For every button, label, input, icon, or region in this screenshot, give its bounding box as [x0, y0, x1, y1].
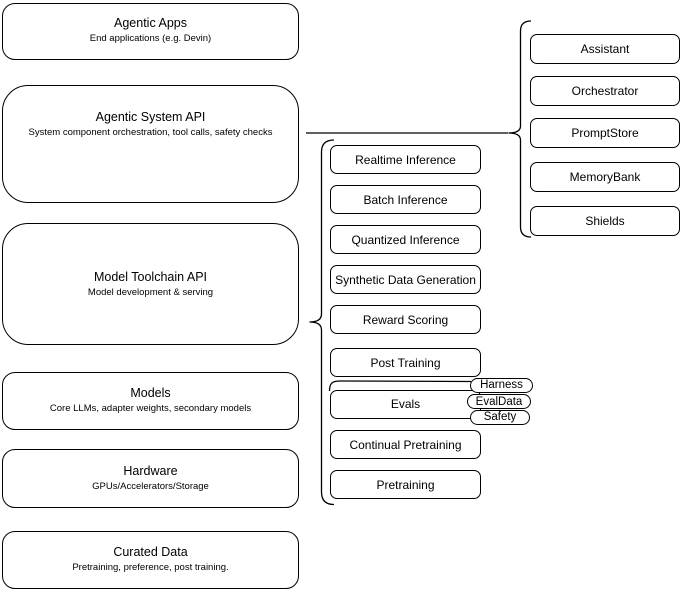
box-hardware-title: Hardware: [123, 464, 178, 478]
box-evals: Evals: [330, 389, 481, 419]
box-realtime-inference: Realtime Inference: [330, 145, 481, 174]
pill-harness-label: Harness: [480, 379, 523, 392]
box-synthetic-data-generation-label: Synthetic Data Generation: [335, 272, 476, 287]
box-curated-data: Curated Data Pretraining, preference, po…: [2, 531, 299, 589]
pill-safety-label: Safety: [483, 411, 517, 424]
box-memorybank: MemoryBank: [530, 162, 680, 192]
box-continual-pretraining: Continual Pretraining: [330, 430, 481, 459]
box-post-training: Post Training: [330, 348, 481, 377]
box-agentic-apps-subtitle: End applications (e.g. Devin): [89, 33, 212, 44]
box-reward-scoring: Reward Scoring: [330, 305, 481, 334]
box-reward-scoring-label: Reward Scoring: [362, 312, 449, 327]
box-hardware: Hardware GPUs/Accelerators/Storage: [2, 449, 299, 508]
connector-evals-harness: [328, 380, 472, 392]
box-shields-label: Shields: [585, 214, 625, 228]
box-shields: Shields: [530, 206, 680, 236]
box-pretraining-label: Pretraining: [376, 477, 435, 492]
box-assistant-label: Assistant: [580, 42, 630, 56]
pill-evaldata-label: EvalData: [475, 395, 523, 408]
box-continual-pretraining-label: Continual Pretraining: [349, 437, 462, 452]
box-model-toolchain-api: Model Toolchain API Model development & …: [2, 223, 299, 345]
box-evals-label: Evals: [390, 397, 421, 411]
box-hardware-subtitle: GPUs/Accelerators/Storage: [92, 481, 209, 492]
box-assistant: Assistant: [530, 34, 680, 64]
box-models-title: Models: [130, 386, 171, 400]
pill-evaldata: EvalData: [467, 394, 531, 409]
box-curated-data-subtitle: Pretraining, preference, post training.: [72, 562, 229, 573]
box-post-training-label: Post Training: [370, 355, 441, 370]
box-orchestrator-label: Orchestrator: [571, 84, 639, 98]
pill-harness: Harness: [470, 378, 533, 393]
box-agentic-system-api-subtitle: System component orchestration, tool cal…: [28, 127, 273, 138]
box-model-toolchain-api-subtitle: Model development & serving: [87, 287, 214, 298]
box-realtime-inference-label: Realtime Inference: [355, 152, 456, 167]
box-memorybank-label: MemoryBank: [569, 170, 641, 184]
box-pretraining: Pretraining: [330, 470, 481, 499]
box-agentic-system-api-title: Agentic System API: [95, 110, 206, 124]
box-models-subtitle: Core LLMs, adapter weights, secondary mo…: [49, 403, 252, 414]
box-curated-data-title: Curated Data: [113, 545, 188, 559]
box-synthetic-data-generation: Synthetic Data Generation: [330, 265, 481, 294]
box-orchestrator: Orchestrator: [530, 76, 680, 106]
box-batch-inference: Batch Inference: [330, 185, 481, 214]
box-promptstore: PromptStore: [530, 118, 680, 148]
pill-safety: Safety: [470, 410, 530, 425]
box-models: Models Core LLMs, adapter weights, secon…: [2, 372, 299, 430]
box-agentic-apps-title: Agentic Apps: [114, 16, 187, 30]
toolchain-group-brace: [309, 139, 335, 506]
box-quantized-inference: Quantized Inference: [330, 225, 481, 254]
system-group-brace: [508, 20, 532, 238]
box-quantized-inference-label: Quantized Inference: [351, 232, 460, 247]
box-promptstore-label: PromptStore: [571, 126, 639, 140]
box-agentic-apps: Agentic Apps End applications (e.g. Devi…: [2, 3, 299, 60]
box-batch-inference-label: Batch Inference: [363, 192, 448, 207]
box-agentic-system-api: Agentic System API System component orch…: [2, 85, 299, 203]
box-model-toolchain-api-title: Model Toolchain API: [93, 270, 208, 284]
